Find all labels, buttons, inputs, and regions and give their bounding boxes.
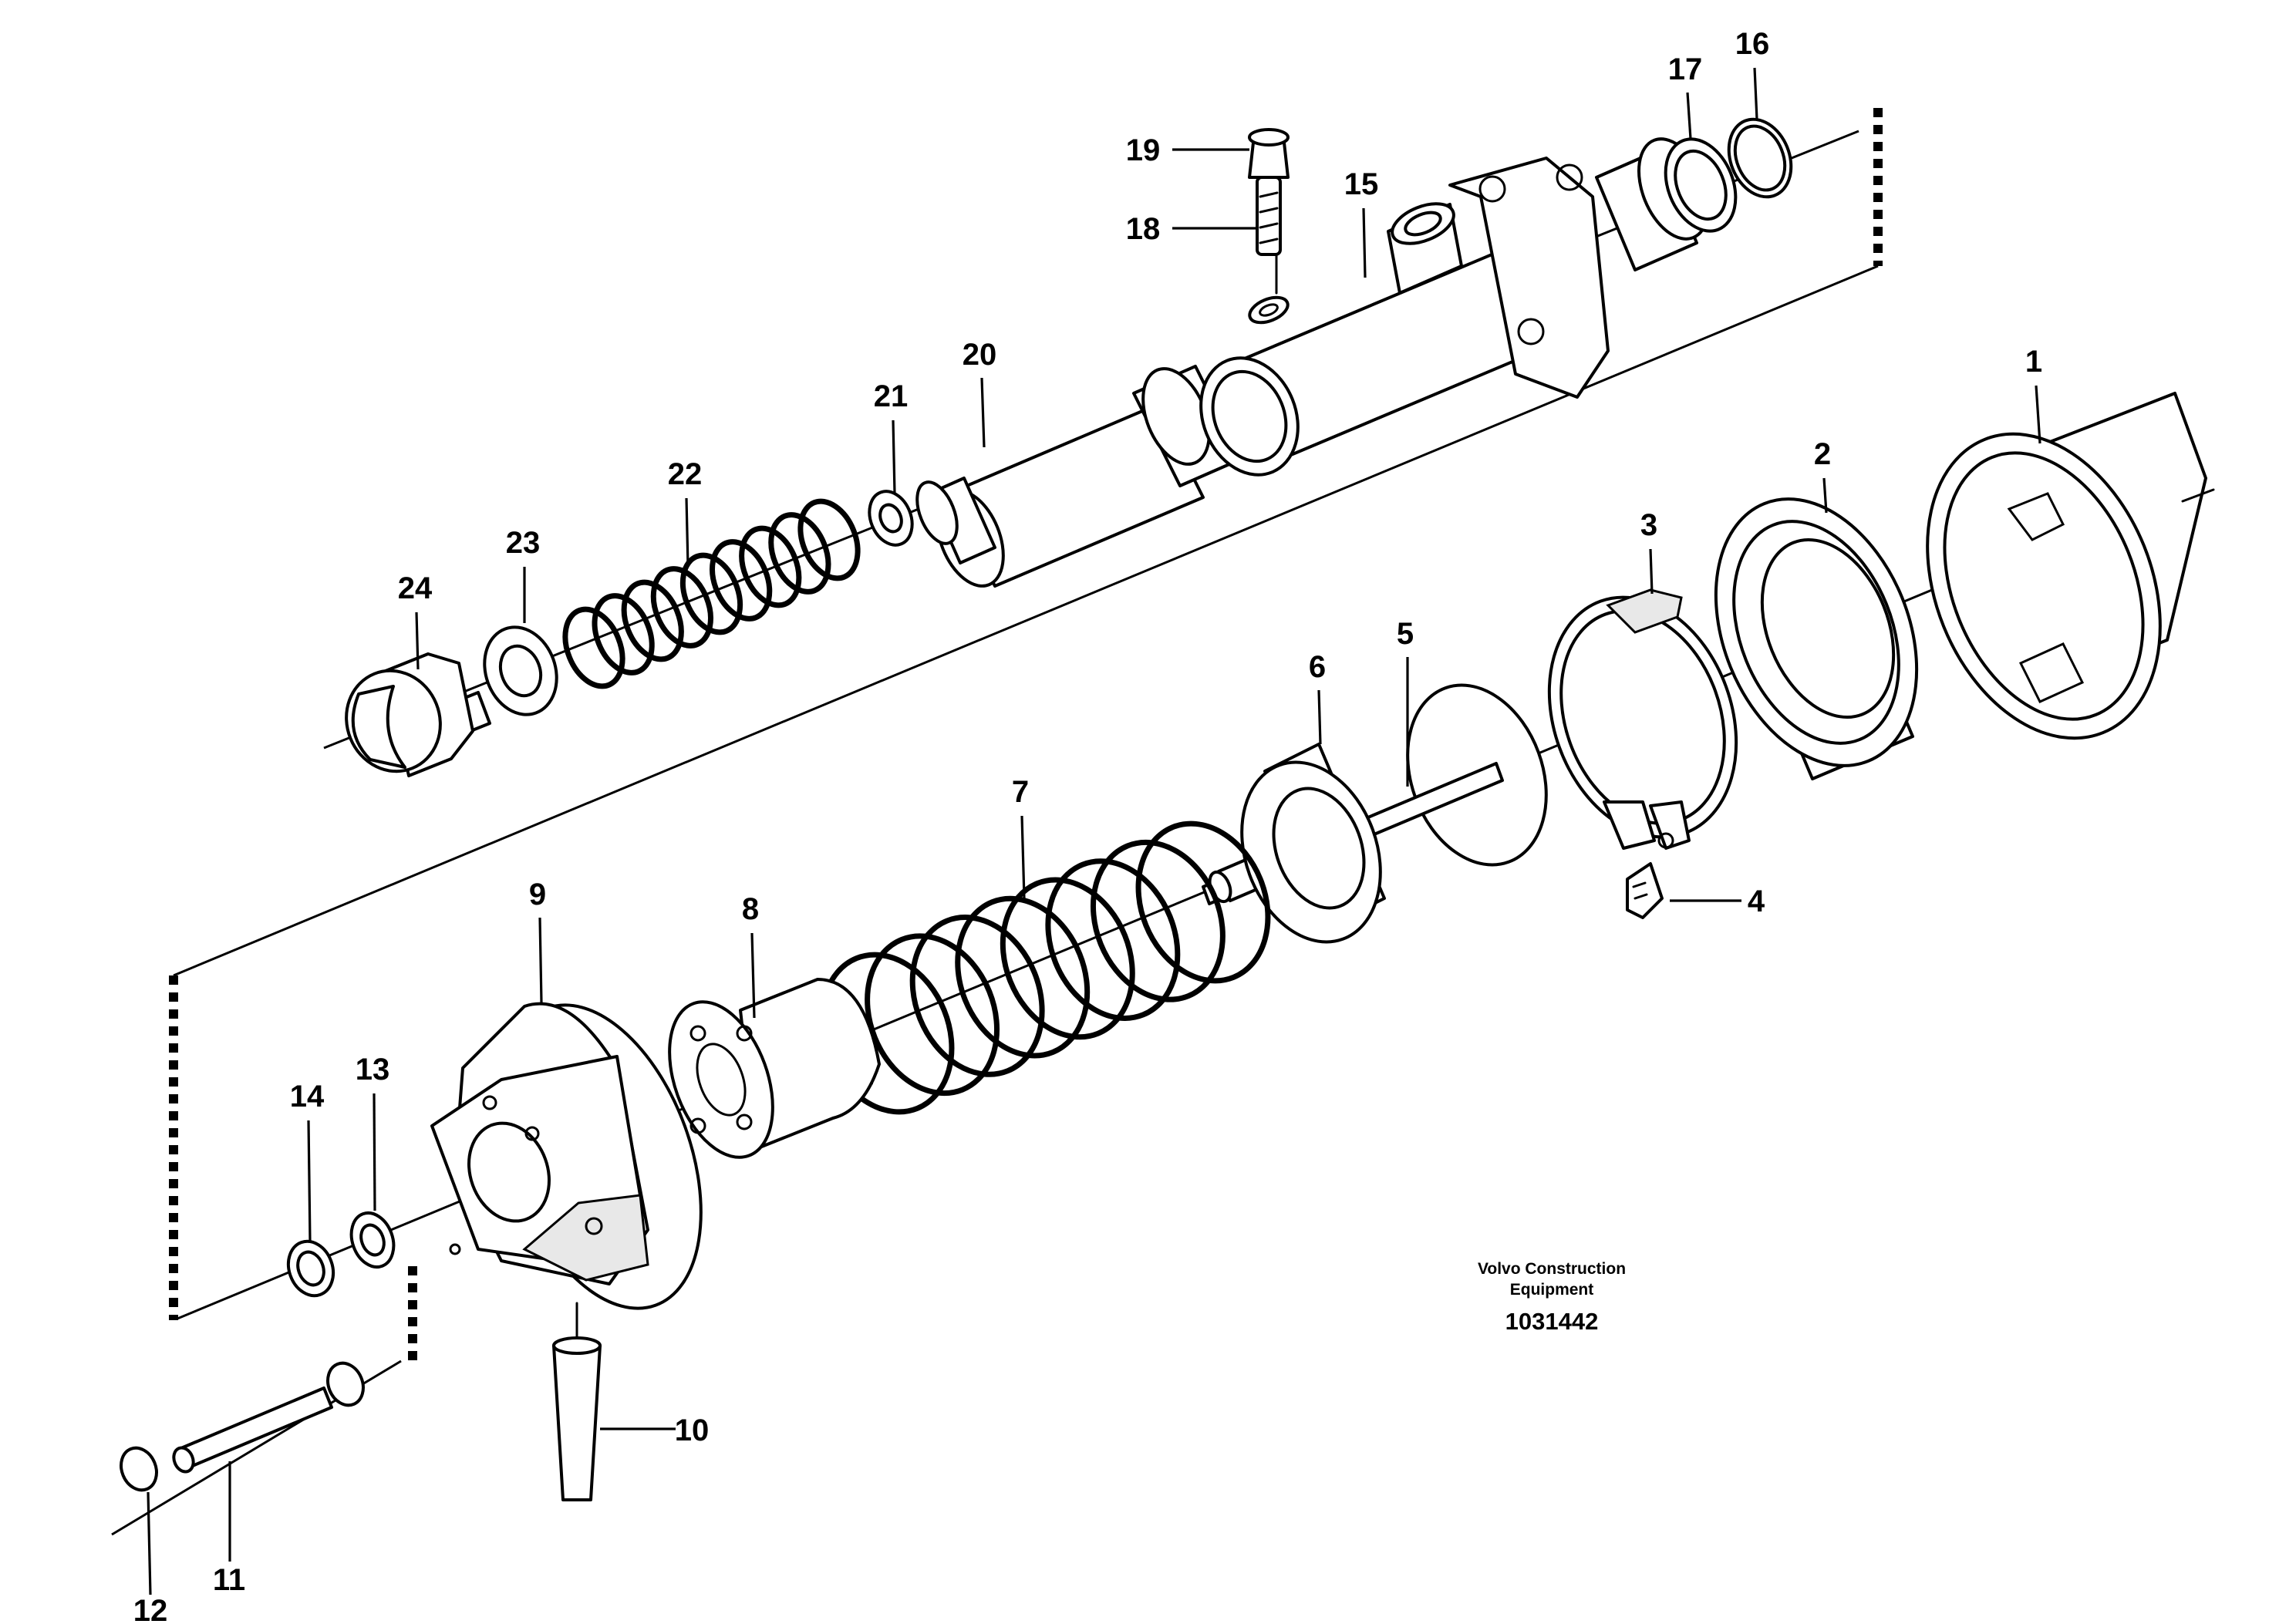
leader-line (1317, 689, 1322, 745)
callout-label: 19 (1126, 133, 1161, 167)
callout-5: 5 (1397, 617, 1414, 787)
part-21-ring (868, 490, 914, 547)
part-16-circlip (1727, 117, 1793, 199)
callout-label: 2 (1814, 437, 1831, 471)
callout-8: 8 (742, 892, 759, 1019)
leader-line (415, 612, 420, 670)
callout-9: 9 (529, 878, 546, 1003)
callout-16: 16 (1735, 27, 1770, 120)
part-24-cap-nut (345, 652, 491, 777)
callout-label: 13 (356, 1053, 390, 1087)
callout-3: 3 (1640, 508, 1657, 595)
callout-12: 12 (133, 1491, 168, 1624)
callout-label: 8 (742, 892, 759, 926)
callout-20: 20 (963, 338, 997, 448)
diagram-code: 1031442 (1505, 1308, 1599, 1335)
callout-24: 24 (398, 571, 433, 670)
leader-line (685, 497, 689, 568)
callout-label: 4 (1748, 884, 1765, 918)
leader-line (1753, 67, 1758, 120)
part-12-circlip (120, 1361, 365, 1492)
callout-2: 2 (1814, 437, 1831, 514)
callout-23: 23 (506, 526, 541, 623)
brand-line-2: Equipment (1510, 1281, 1594, 1299)
callout-label: 17 (1668, 52, 1703, 86)
part-17-seal (1664, 137, 1738, 233)
callout-13: 13 (356, 1053, 390, 1211)
callout-14: 14 (290, 1080, 325, 1242)
dashed-connection-frame (169, 108, 1883, 1365)
leader-line (2035, 385, 2041, 444)
callout-22: 22 (668, 457, 703, 568)
part-7-spring (819, 820, 1271, 1115)
callout-10: 10 (600, 1413, 709, 1447)
callout-label: 21 (874, 379, 909, 413)
callout-11: 11 (213, 1461, 245, 1597)
callout-label: 24 (398, 571, 433, 605)
callout-15: 15 (1344, 167, 1379, 278)
leader-line (1649, 548, 1654, 595)
part-22-spring (562, 498, 861, 689)
part-23-washer (483, 625, 558, 716)
part-4-clip (1626, 862, 1664, 919)
callout-1: 1 (2025, 345, 2042, 444)
callout-label: 15 (1344, 167, 1379, 201)
callout-label: 23 (506, 526, 541, 560)
part-8-cone-bush (668, 978, 881, 1159)
part-1-cover (1926, 392, 2215, 740)
callout-label: 11 (213, 1563, 245, 1597)
callout-label: 7 (1012, 775, 1029, 809)
callout-19: 19 (1126, 133, 1249, 167)
leader-line (1020, 815, 1026, 899)
part-20-piston (915, 365, 1243, 588)
part-9-housing (430, 1002, 703, 1310)
leader-line (307, 1120, 312, 1242)
assembly-axes (111, 130, 2183, 1536)
part-6-seal-ring (1240, 743, 1386, 944)
callout-4: 4 (1670, 884, 1765, 918)
callout-label: 12 (133, 1594, 168, 1624)
callout-21: 21 (874, 379, 909, 494)
leader-line (147, 1491, 152, 1595)
callout-label: 5 (1397, 617, 1414, 651)
callout-label: 1 (2025, 345, 2042, 379)
callout-label: 20 (963, 338, 997, 372)
callout-label: 18 (1126, 212, 1161, 246)
leader-line (980, 377, 986, 448)
callout-6: 6 (1309, 650, 1326, 745)
leader-line (1822, 477, 1828, 514)
brand-line-1: Volvo Construction (1478, 1260, 1626, 1278)
callout-label: 14 (290, 1080, 325, 1114)
part-18-19-bleed-screw (1248, 128, 1290, 295)
leader-line (892, 419, 896, 494)
leader-line (1686, 92, 1692, 140)
callout-label: 16 (1735, 27, 1770, 61)
callout-7: 7 (1012, 775, 1029, 899)
callout-label: 22 (668, 457, 703, 491)
callout-label: 9 (529, 878, 546, 911)
part-14-ring (286, 1239, 335, 1298)
leader-line (750, 932, 756, 1019)
callout-label: 3 (1640, 508, 1657, 542)
callout-label: 6 (1309, 650, 1326, 684)
callout-17: 17 (1668, 52, 1703, 140)
part-13-ring (349, 1211, 396, 1269)
part-2-sleeve (1714, 497, 1919, 780)
part-11-pin (172, 1386, 333, 1474)
callout-18: 18 (1126, 212, 1256, 246)
leader-line (373, 1093, 376, 1211)
part-10-nipple (552, 1302, 602, 1501)
leader-line (538, 917, 543, 1003)
leader-line (1362, 207, 1367, 278)
callout-label: 10 (675, 1413, 710, 1447)
part-3-clamp (1547, 588, 1738, 850)
